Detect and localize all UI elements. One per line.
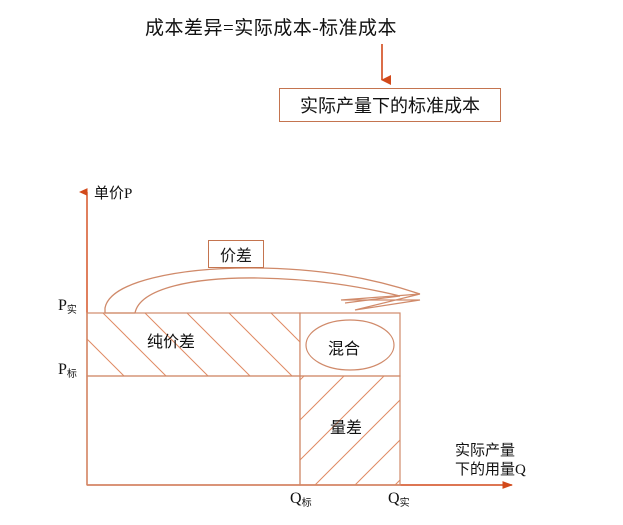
price-variance-brace bbox=[104, 267, 421, 314]
price-variance-box: 价差 bbox=[208, 240, 264, 268]
x-axis-label: 实际产量 下的用量Q bbox=[455, 442, 526, 480]
region-label-pure-price-variance: 纯价差 bbox=[147, 334, 196, 351]
region-label-mixed: 混合 bbox=[328, 341, 361, 358]
price-variance-label: 价差 bbox=[219, 248, 252, 265]
x-tick-q-standard: Q标 bbox=[290, 490, 312, 509]
y-tick-p-standard-base: P bbox=[58, 361, 67, 378]
y-tick-p-actual-sub: 实 bbox=[66, 305, 77, 316]
x-tick-q-standard-base: Q bbox=[290, 490, 302, 507]
y-tick-p-standard-sub: 标 bbox=[66, 369, 77, 380]
x-axis-label-line2: 下的用量Q bbox=[455, 462, 526, 478]
x-tick-q-actual-base: Q bbox=[388, 490, 400, 507]
x-tick-q-actual: Q实 bbox=[388, 490, 410, 509]
region-pure-price-variance bbox=[86, 312, 301, 377]
x-axis-label-line1: 实际产量 bbox=[455, 443, 516, 459]
x-tick-q-standard-sub: 标 bbox=[301, 498, 312, 509]
standard-cost-label: 实际产量下的标准成本 bbox=[300, 96, 480, 116]
region-mixed bbox=[299, 312, 401, 377]
mixed-ellipse bbox=[305, 319, 395, 371]
standard-cost-box: 实际产量下的标准成本 bbox=[279, 88, 501, 122]
y-axis-label: 单价P bbox=[94, 186, 133, 202]
y-tick-p-actual: P实 bbox=[58, 297, 77, 316]
region-standard-base bbox=[86, 375, 301, 486]
x-tick-q-actual-sub: 实 bbox=[399, 498, 410, 509]
region-label-quantity-variance: 量差 bbox=[330, 420, 363, 437]
y-tick-p-actual-base: P bbox=[58, 297, 67, 314]
cost-variance-formula: 成本差异=实际成本-标准成本 bbox=[145, 18, 398, 39]
y-tick-p-standard: P标 bbox=[58, 361, 77, 380]
region-quantity-variance bbox=[299, 375, 401, 486]
